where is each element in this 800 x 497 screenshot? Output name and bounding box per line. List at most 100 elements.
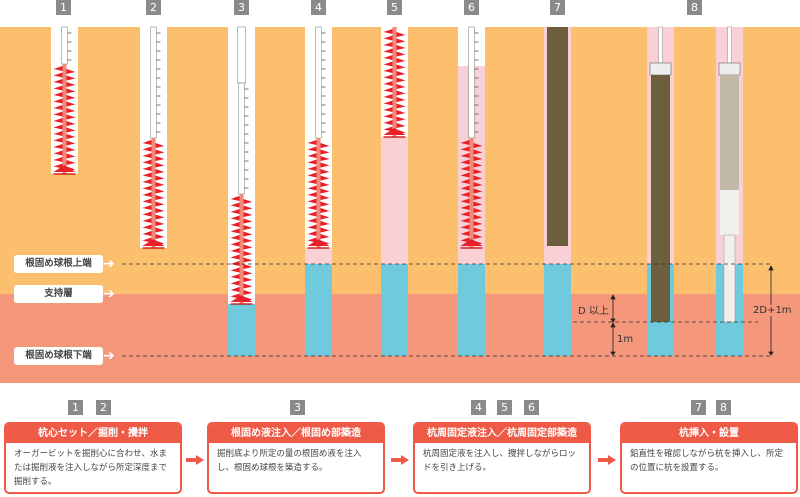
card-text: オーガービットを掘削心に合わせ、水または掘削液を注入しながら所定深度まで掘削する… bbox=[14, 449, 168, 487]
auger-blade bbox=[142, 159, 152, 165]
arrow-right-icon: ➔ bbox=[103, 256, 115, 272]
lower-end-label: 根固め球根下端 bbox=[14, 347, 103, 365]
auger-blade bbox=[320, 169, 330, 174]
auger-blade bbox=[396, 38, 406, 44]
auger-blade bbox=[473, 208, 483, 213]
auger-blade bbox=[243, 264, 253, 269]
auger-blade bbox=[460, 185, 470, 191]
auger-blade bbox=[243, 251, 253, 256]
auger-blade bbox=[320, 188, 330, 194]
auger-blade bbox=[230, 222, 240, 227]
auger-blade bbox=[142, 237, 152, 243]
auger-bit bbox=[53, 165, 76, 172]
auger-blade bbox=[53, 72, 63, 78]
auger-blade bbox=[396, 58, 406, 63]
auger-blade bbox=[307, 166, 317, 171]
auger-blade bbox=[473, 195, 483, 200]
auger-blade bbox=[53, 85, 63, 91]
pile-middle bbox=[720, 190, 739, 235]
soil-section bbox=[0, 26, 800, 383]
auger-blade bbox=[460, 192, 470, 197]
auger-blade bbox=[307, 179, 317, 184]
auger-blade bbox=[320, 143, 330, 148]
step-badge: 1 bbox=[68, 400, 83, 415]
arrow-right-icon: ➔ bbox=[103, 348, 115, 364]
auger-blade bbox=[460, 224, 470, 230]
auger-blade bbox=[142, 205, 152, 210]
auger-blade bbox=[307, 205, 317, 210]
auger-blade bbox=[142, 179, 152, 184]
auger-blade bbox=[307, 237, 317, 243]
auger-blade bbox=[460, 237, 470, 243]
auger-blade bbox=[460, 153, 470, 158]
auger-blade bbox=[155, 201, 165, 207]
auger-blade bbox=[460, 146, 470, 152]
auger-blade bbox=[243, 290, 253, 295]
auger-blade bbox=[320, 156, 330, 161]
step-number-badge: 3 bbox=[234, 0, 249, 15]
auger-blade bbox=[230, 248, 240, 253]
total-length-label: 2D+1m bbox=[753, 305, 792, 316]
card-text: 杭周固定液を注入し、攪拌しながらロッドを引き上げる。 bbox=[423, 449, 577, 473]
auger-bit bbox=[230, 295, 253, 302]
auger-blade bbox=[396, 90, 406, 96]
auger-blade bbox=[53, 124, 63, 130]
auger-blade bbox=[155, 169, 165, 174]
auger-blade bbox=[155, 234, 165, 239]
support-layer-label: 支持層 bbox=[14, 285, 103, 303]
card-text: 掘削底より所定の量の根固め液を注入し、根固め球根を築造する。 bbox=[217, 449, 362, 473]
step-badge: 5 bbox=[497, 400, 512, 415]
d-or-more-label: D 以上 bbox=[578, 306, 609, 317]
card-title: 杭心セット／掘削・攪拌 bbox=[6, 424, 180, 443]
flow-arrow-icon bbox=[186, 455, 204, 465]
auger-shaft bbox=[151, 138, 156, 248]
auger-blade bbox=[53, 150, 63, 156]
auger-blade bbox=[243, 212, 253, 217]
auger-blade bbox=[307, 231, 317, 236]
auger-blade bbox=[460, 205, 470, 210]
pile-chuck bbox=[650, 63, 671, 75]
auger-blade bbox=[155, 182, 165, 187]
auger-blade bbox=[307, 172, 317, 178]
auger-blade bbox=[383, 120, 393, 125]
step-badge: 3 bbox=[290, 400, 305, 415]
auger-blade bbox=[66, 153, 76, 159]
step-number-badge: 4 bbox=[311, 0, 326, 15]
auger-blade bbox=[53, 105, 63, 110]
auger-blade bbox=[243, 205, 253, 211]
auger-blade bbox=[320, 201, 330, 207]
auger-blade bbox=[460, 198, 470, 204]
borehole-fluid bbox=[544, 264, 571, 356]
auger-blade bbox=[230, 274, 240, 279]
auger-blade bbox=[383, 94, 393, 99]
flow-arrow-icon bbox=[391, 455, 409, 465]
auger-blade bbox=[473, 169, 483, 174]
auger-blade bbox=[320, 234, 330, 239]
step-badge: 8 bbox=[716, 400, 731, 415]
auger-blade bbox=[460, 211, 470, 217]
auger-blade bbox=[155, 156, 165, 161]
step-badge: 7 bbox=[691, 400, 706, 415]
auger-blade bbox=[320, 208, 330, 213]
process-card-root-fluid: 根固め液注入／根固め部築造 掘削底より所定の量の根固め液を注入し、根固め球根を築… bbox=[207, 422, 385, 494]
auger-blade bbox=[66, 127, 76, 133]
auger-blade bbox=[396, 110, 406, 115]
auger-blade bbox=[230, 215, 240, 221]
auger-blade bbox=[307, 211, 317, 217]
auger-blade bbox=[307, 224, 317, 230]
drill-rod bbox=[315, 27, 322, 138]
card-text: 鉛直性を確認しながら杭を挿入し、所定の位置に杭を設置する。 bbox=[630, 449, 784, 473]
drill-rod bbox=[61, 27, 68, 64]
auger-blade bbox=[307, 146, 317, 152]
pile-chuck bbox=[719, 63, 740, 75]
auger-blade bbox=[53, 92, 63, 97]
auger-blade bbox=[473, 156, 483, 161]
auger-blade bbox=[142, 231, 152, 236]
drill-rod bbox=[468, 27, 475, 138]
auger-blade bbox=[243, 238, 253, 243]
auger-blade bbox=[383, 126, 393, 132]
auger-blade bbox=[142, 153, 152, 158]
auger-blade bbox=[383, 81, 393, 86]
arrow-right-icon: ➔ bbox=[103, 286, 115, 302]
